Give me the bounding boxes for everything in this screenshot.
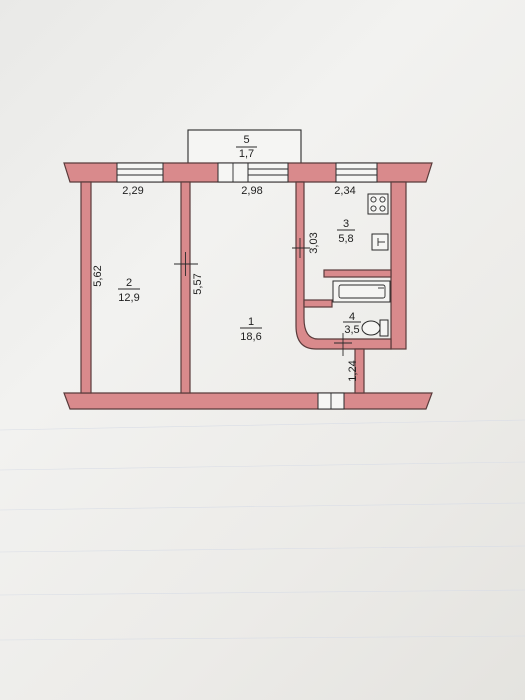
room-label-3: 3 5,8	[337, 218, 355, 245]
room-number: 3	[343, 218, 349, 230]
paper-grid	[0, 419, 525, 641]
toilet-icon	[361, 319, 389, 337]
dim-corridor-width: 1,24	[347, 360, 359, 381]
window-room3	[335, 162, 378, 183]
dim-room2-length: 5,62	[92, 265, 104, 286]
room-area: 12,9	[118, 292, 139, 304]
partition-room2-room1	[180, 181, 191, 394]
dim-room2-width: 2,29	[122, 185, 143, 197]
corridor-wall	[354, 348, 365, 394]
dim-room3-length: 3,03	[308, 232, 320, 253]
sink-icon	[371, 233, 389, 251]
stove-icon	[367, 193, 389, 215]
room-area: 3,5	[344, 324, 359, 336]
room-label-5: 5 1,7	[239, 134, 254, 160]
left-wall	[80, 181, 92, 394]
room-area: 1,7	[239, 148, 254, 160]
room-label-1: 1 18,6	[240, 316, 262, 343]
dim-room3-width: 2,34	[334, 185, 355, 197]
window-room2	[116, 162, 164, 183]
partition-kitchen-bath-2	[323, 269, 392, 278]
bathtub-icon	[332, 280, 391, 303]
room-label-4: 4 3,5	[343, 311, 361, 336]
bottom-wall	[63, 392, 433, 410]
room-number: 2	[126, 277, 132, 289]
room-number: 4	[349, 311, 355, 323]
room-number: 5	[243, 134, 249, 146]
room-number: 1	[248, 316, 254, 328]
room-area: 18,6	[240, 331, 261, 343]
partition-kitchen-bath	[303, 299, 333, 308]
room-label-2: 2 12,9	[118, 277, 140, 304]
window-room1	[247, 162, 289, 183]
partition-room1-room3	[295, 181, 392, 350]
dim-room1-length: 5,57	[192, 273, 204, 294]
room-area: 5,8	[338, 233, 353, 245]
right-wall	[390, 181, 407, 350]
dim-room1-width: 2,98	[241, 185, 262, 197]
